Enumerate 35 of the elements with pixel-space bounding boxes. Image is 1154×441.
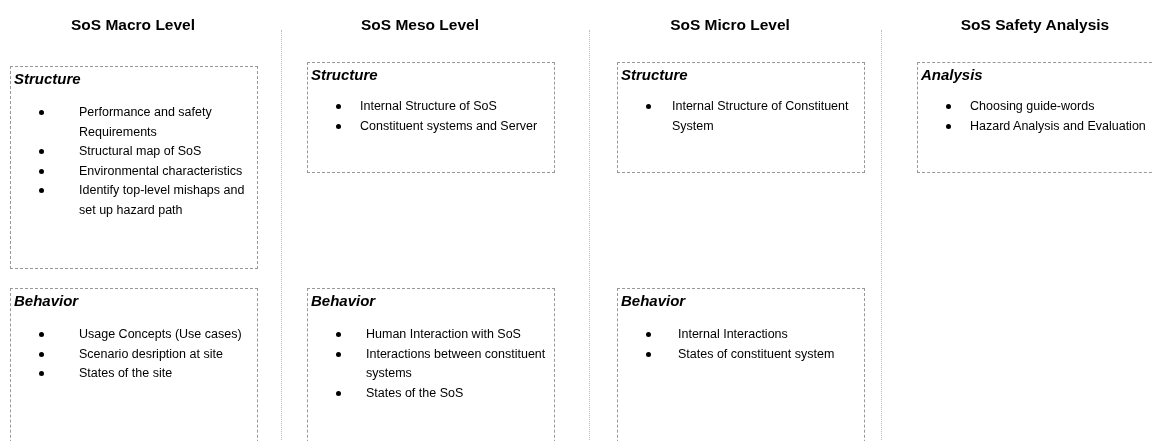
list-item: States of the site [79, 365, 174, 382]
list-item: Environmental characteristics [79, 162, 244, 180]
box-heading: Structure [621, 66, 688, 83]
list-item: Choosing guide-words [970, 98, 1096, 115]
dashed-box [617, 62, 865, 173]
dashed-box [307, 288, 555, 441]
list-item: Scenario desription at site [79, 345, 224, 363]
list-item: States of the SoS [366, 384, 465, 402]
box-heading: Behavior [311, 292, 376, 309]
dashed-box [617, 288, 865, 441]
dashed-box [307, 62, 555, 173]
list-item: Structural map of SoS [79, 143, 203, 160]
list-item: Internal Structure of Constituent System [672, 98, 850, 135]
list-item: Performance and safety Requirements [79, 104, 213, 141]
list-item: Usage Concepts (Use cases) [79, 326, 243, 343]
box-heading: Structure [311, 66, 378, 83]
column-title: SoS Safety Analysis [960, 16, 1110, 34]
column-title: SoS Meso Level [361, 16, 479, 34]
box-heading: Structure [14, 70, 81, 87]
box-heading: Behavior [14, 292, 79, 309]
dashed-box [10, 66, 258, 269]
column-title: SoS Micro Level [670, 16, 790, 34]
list-item: Interactions between constituent systems [366, 345, 547, 382]
list-item: Internal Interactions [678, 326, 789, 343]
list-item: Constituent systems and Server [360, 117, 539, 135]
dashed-box [917, 62, 1154, 173]
box-heading: Behavior [621, 292, 686, 309]
list-item: Hazard Analysis and Evaluation [970, 117, 1147, 135]
box-heading: Analysis [921, 66, 983, 83]
column-title: SoS Macro Level [71, 16, 195, 34]
list-item: States of constituent system [678, 345, 836, 363]
list-item: Internal Structure of SoS [360, 98, 498, 115]
list-item: Human Interaction with SoS [366, 326, 522, 343]
dashed-box [10, 288, 258, 441]
list-item: Identify top-level mishaps and set up hazard path [79, 182, 246, 219]
